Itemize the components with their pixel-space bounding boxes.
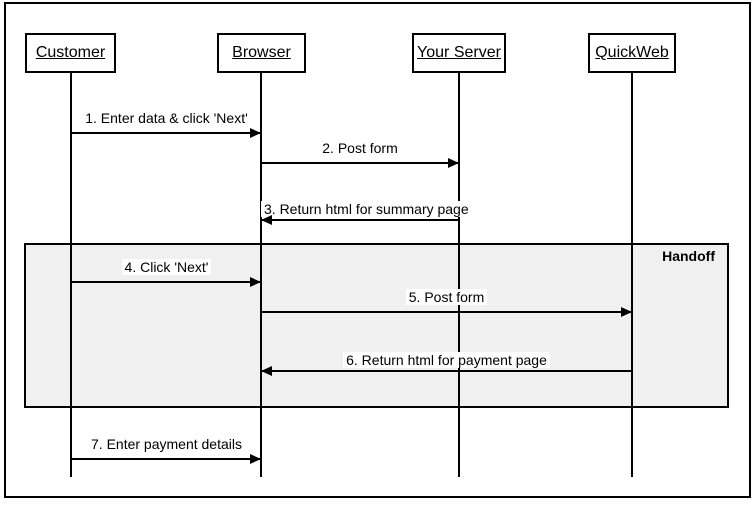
message-return-payment: 6. Return html for payment page (261, 352, 632, 376)
arrowhead-right-icon (250, 128, 261, 138)
message-post-form-server: 2. Post form (261, 140, 459, 168)
handoff-label: Handoff (662, 248, 715, 264)
lifeline-browser (260, 73, 262, 477)
actor-customer: Customer (25, 33, 116, 73)
lifeline-customer (70, 73, 72, 477)
actor-label: QuickWeb (595, 44, 669, 61)
actor-label: Customer (35, 44, 106, 61)
message-post-form-quickweb: 5. Post form (261, 289, 632, 317)
message-label: 2. Post form (261, 140, 459, 156)
message-enter-data: 1. Enter data & click 'Next' (72, 110, 261, 138)
message-label: 7. Enter payment details (72, 436, 261, 452)
arrowhead-right-icon (448, 158, 459, 168)
message-return-summary: 3. Return html for summary page (261, 201, 472, 225)
actor-quickweb: QuickWeb (588, 33, 676, 73)
arrowhead-right-icon (621, 307, 632, 317)
arrowhead-right-icon (250, 277, 261, 287)
message-label: 3. Return html for summary page (261, 201, 472, 217)
arrowhead-right-icon (250, 454, 261, 464)
message-label: 4. Click 'Next' (72, 259, 261, 275)
message-label: 5. Post form (261, 289, 632, 305)
message-click-next: 4. Click 'Next' (72, 259, 261, 287)
message-label: 1. Enter data & click 'Next' (72, 110, 261, 126)
message-enter-payment: 7. Enter payment details (72, 436, 261, 464)
actor-label: Your Server (417, 44, 501, 61)
lifeline-your-server (458, 73, 460, 477)
arrowhead-left-icon (261, 366, 272, 376)
message-label: 6. Return html for payment page (261, 352, 632, 368)
handoff-region: Handoff (24, 243, 729, 408)
arrowhead-left-icon (261, 215, 272, 225)
lifeline-quickweb (631, 73, 633, 477)
diagram-border (4, 2, 751, 498)
actor-browser: Browser (217, 33, 306, 73)
actor-label: Browser (232, 44, 291, 61)
actor-your-server: Your Server (412, 33, 506, 73)
